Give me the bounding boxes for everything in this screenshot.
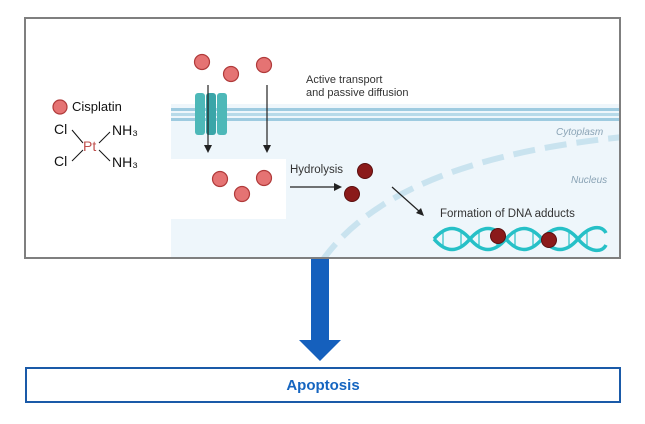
adduct-arrowhead <box>416 208 424 216</box>
flow-arrow-shaft <box>311 259 329 342</box>
platinum-center: Pt <box>83 138 97 154</box>
flow-arrow-head <box>299 340 341 361</box>
ammine-bottom: NH₃ <box>112 154 138 170</box>
cisplatin-molecule <box>255 56 273 74</box>
hydrolyzed-cisplatin <box>344 186 360 202</box>
transport-arrowhead-channel <box>204 145 212 153</box>
cisplatin-structure-bonds <box>71 129 111 162</box>
cisplatin-molecule <box>233 185 251 203</box>
apoptosis-label: Apoptosis <box>286 376 360 394</box>
cisplatin-molecule <box>255 169 273 187</box>
cytoplasm-inset <box>171 159 286 219</box>
legend-label: Cisplatin <box>72 99 122 114</box>
mechanism-panel: Cisplatin Cl Cl Pt NH₃ NH₃ Active transp… <box>24 17 621 259</box>
transport-label-line1: Active transport <box>306 74 383 86</box>
dna-adducts-label: Formation of DNA adducts <box>440 208 575 220</box>
adduct-arrow <box>391 186 421 213</box>
dna-helix <box>432 225 608 253</box>
cell-membrane <box>171 108 619 121</box>
cisplatin-molecule <box>211 170 229 188</box>
transport-arrowhead-diffusion <box>263 145 271 153</box>
nuclear-envelope <box>321 134 619 257</box>
cytoplasm-label: Cytoplasm <box>556 127 604 138</box>
mechanism-illustration <box>52 53 619 257</box>
dna-adduct <box>541 232 557 248</box>
legend-cisplatin-symbol <box>52 99 68 115</box>
ammine-top: NH₃ <box>112 122 138 138</box>
cisplatin-molecule <box>222 65 240 83</box>
hydrolysis-label: Hydrolysis <box>290 164 344 176</box>
apoptosis-box: Apoptosis <box>25 367 621 403</box>
cisplatin-molecule <box>193 53 211 71</box>
transporter-channel <box>195 93 227 135</box>
transport-label: Active transport and passive diffusion <box>306 74 409 100</box>
hydrolysis-arrowhead <box>334 183 342 191</box>
hydrolyzed-cisplatin <box>357 163 373 179</box>
chloride-bottom: Cl <box>54 153 68 169</box>
chloride-top: Cl <box>54 121 68 137</box>
dna-base-pairs <box>442 231 588 247</box>
dna-adduct <box>490 228 506 244</box>
transport-label-line2: and passive diffusion <box>306 87 409 99</box>
nucleus-label: Nucleus <box>571 175 608 186</box>
